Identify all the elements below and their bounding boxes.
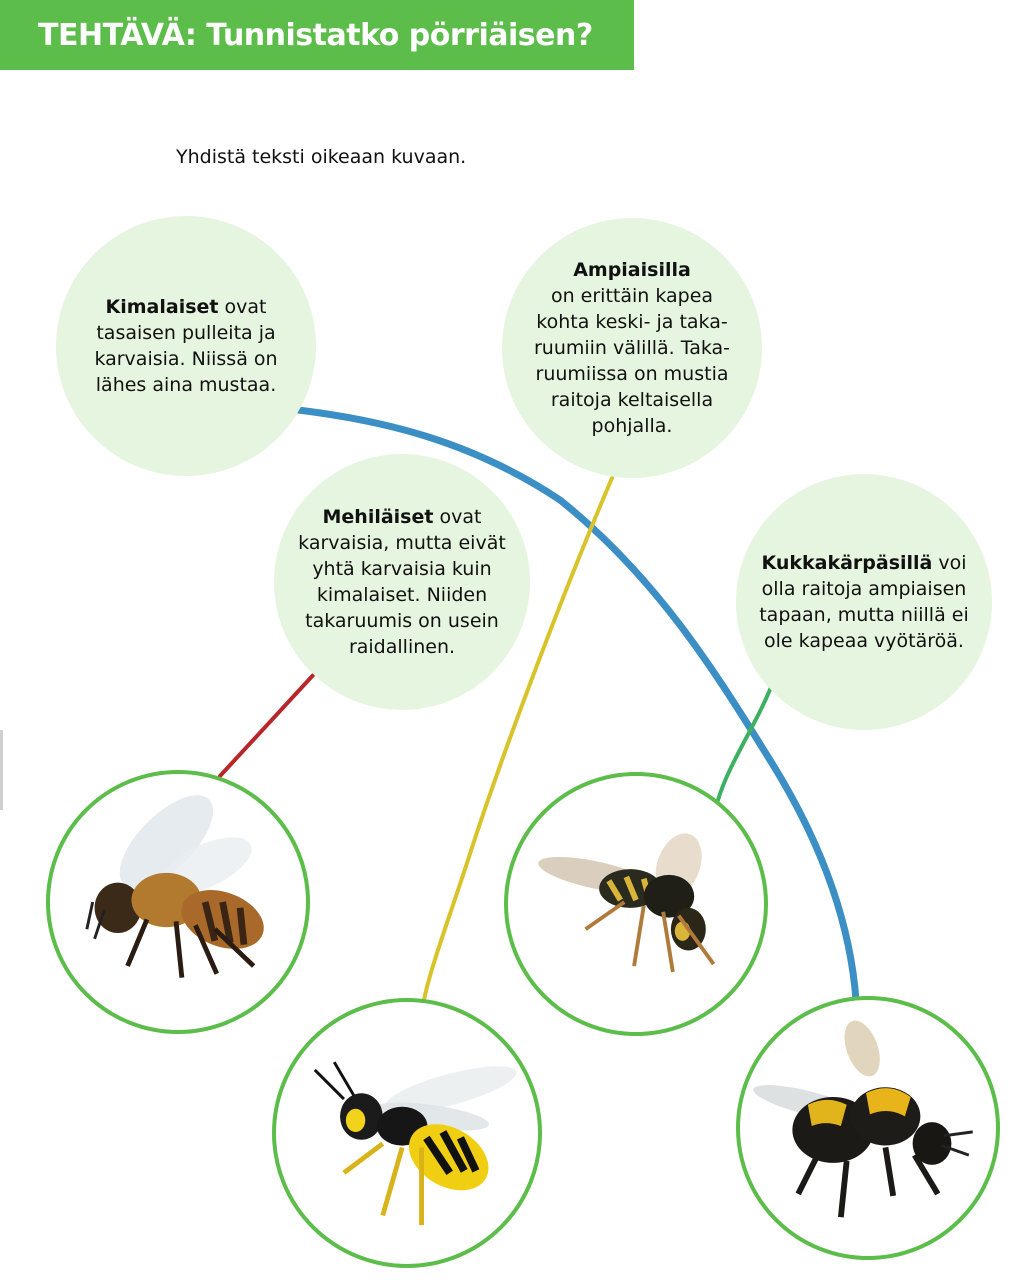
honeybee-image [85,795,264,978]
bubble-ampiaisilla[interactable]: Ampiaisilla on erittäin kapea kohta keski… [502,218,762,478]
wasp-image [313,1061,517,1226]
yellow-line [422,476,614,1002]
bubble-kukkakarpasilla-title: Kukkakärpäsillä [761,552,933,574]
bubble-ampiaisilla-title: Ampiaisilla [573,259,691,281]
wasp-photo[interactable] [272,998,542,1268]
bubble-mehilaiset-title: Mehiläiset [322,506,434,528]
bubble-kimalaiset[interactable]: Kimalaiset ovat tasaisen pulleita ja kar… [56,216,316,476]
bubble-kukkakarpasilla[interactable]: Kukkakärpäsillä voi olla raitoja ampiais… [736,474,992,730]
bubble-kukkakarpasilla-text: voi olla raitoja ampiaisen tapaan, mutta… [759,552,969,652]
red-line [218,670,318,778]
page-title: TEHTÄVÄ: Tunnistatko pörriäisen? [38,17,593,53]
bumblebee-photo[interactable] [736,996,1000,1260]
bubble-mehilaiset[interactable]: Mehiläiset ovat karvaisia, mutta eivät y… [274,454,530,710]
hoverfly-photo[interactable] [504,772,768,1036]
hoverfly-image [538,833,716,973]
edge-mark [0,730,3,810]
bubble-kimalaiset-text: ovat tasaisen pulleita ja karvaisia. Nii… [94,296,278,396]
blue-line [294,406,860,1004]
title-banner: TEHTÄVÄ: Tunnistatko pörriäisen? [0,0,634,70]
bubble-kimalaiset-title: Kimalaiset [105,296,219,318]
bubble-mehilaiset-text: ovat karvaisia, mutta eivät yhtä karvais… [298,506,506,658]
bubble-ampiaisilla-text: on erittäin kapea kohta keski- ja taka­r… [533,285,731,437]
bumblebee-image [753,1020,973,1218]
honeybee-photo[interactable] [46,770,310,1034]
instruction-text: Yhdistä teksti oikeaan kuvaan. [176,146,467,168]
